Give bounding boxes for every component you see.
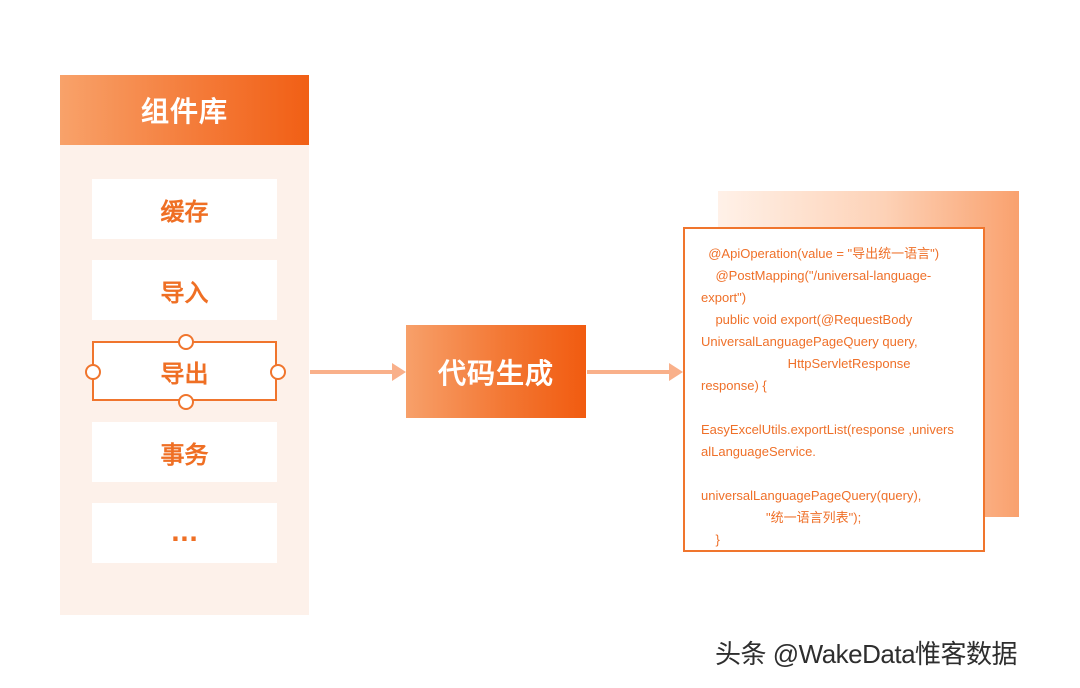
library-item-cache[interactable]: 缓存: [92, 179, 277, 239]
arrow-line-to-generator: [310, 370, 394, 374]
code-line: }: [701, 532, 720, 547]
code-line: export"): [701, 290, 747, 305]
watermark-text: 头条 @WakeData惟客数据: [715, 639, 1018, 669]
generated-code-document: @ApiOperation(value = "导出统一语言") @PostMap…: [683, 227, 985, 552]
library-item-import[interactable]: 导入: [92, 260, 277, 320]
code-generation-box: 代码生成: [406, 325, 586, 418]
code-line: universalLanguagePageQuery(query),: [701, 488, 922, 503]
code-line: "统一语言列表");: [701, 510, 862, 525]
code-line: UniversalLanguagePageQuery query,: [701, 334, 918, 349]
arrow-head-to-generator: [392, 363, 406, 381]
component-library-panel: 组件库 缓存 导入 导出 事务 ...: [60, 75, 309, 615]
arrow-head-to-code: [669, 363, 683, 381]
code-line: HttpServletResponse: [701, 356, 911, 371]
library-item-more[interactable]: ...: [92, 503, 277, 563]
code-line: @PostMapping("/universal-language-: [701, 268, 932, 283]
code-line: @ApiOperation(value = "导出统一语言"): [701, 246, 940, 261]
generated-code-text: @ApiOperation(value = "导出统一语言") @PostMap…: [701, 243, 971, 551]
selection-handle-right[interactable]: [270, 364, 286, 380]
code-line: alLanguageService.: [701, 444, 816, 459]
library-item-transaction[interactable]: 事务: [92, 422, 277, 482]
library-item-export-selected[interactable]: 导出: [92, 341, 277, 401]
selection-handle-top[interactable]: [178, 334, 194, 350]
selection-handle-bottom[interactable]: [178, 394, 194, 410]
arrow-line-to-code: [587, 370, 671, 374]
code-line: public void export(@RequestBody: [701, 312, 913, 327]
selection-handle-left[interactable]: [85, 364, 101, 380]
component-library-title: 组件库: [60, 75, 309, 145]
code-line: response) {: [701, 378, 767, 393]
code-line: EasyExcelUtils.exportList(response ,univ…: [701, 422, 954, 437]
